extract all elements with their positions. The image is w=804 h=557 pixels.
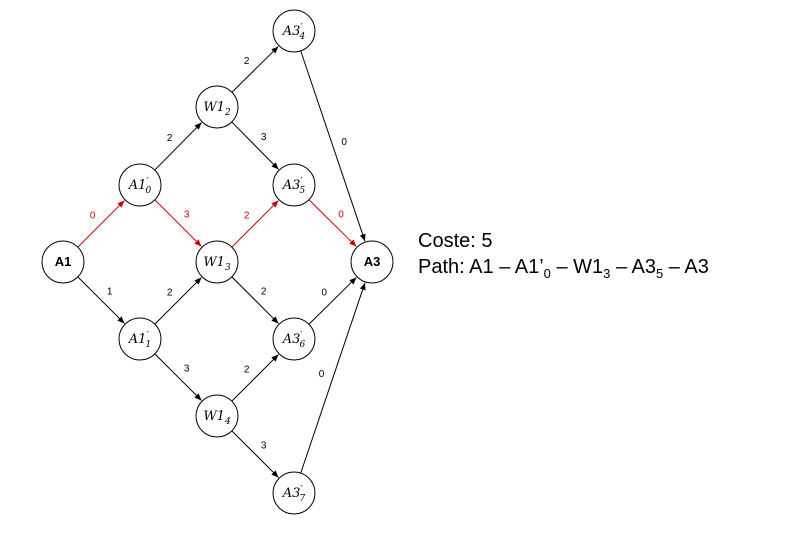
path-step: A1’0 <box>514 256 551 281</box>
edge-A1-A1p1 <box>77 276 125 324</box>
edge-W12-A3p4 <box>231 46 279 93</box>
edge-W14-A3p6 <box>231 354 279 402</box>
edge-label-W13-A3p5: 2 <box>244 210 250 221</box>
node-circle <box>195 240 239 284</box>
node-A3p6: A3′6 <box>272 317 316 361</box>
edge-label-A1p1-W13: 2 <box>167 287 173 298</box>
node-W12: W12 <box>195 85 239 129</box>
node-circle <box>272 317 316 361</box>
edge-label-A1-A1p0: 0 <box>90 210 96 221</box>
edge-W14-A3p7 <box>231 430 279 478</box>
edge-label-A1p0-W13: 3 <box>184 210 190 221</box>
path-step: A3 <box>684 256 709 278</box>
edge-label-A1-A1p1: 1 <box>107 287 113 298</box>
node-label: A3′4 <box>282 23 306 42</box>
edge-A1-A1p0 <box>77 200 125 248</box>
edge-A1p0-W13 <box>154 199 202 247</box>
node-W14: W14 <box>195 394 239 438</box>
edge-label-W14-A3p6: 2 <box>244 364 250 375</box>
edge-A3p6-A3 <box>308 277 357 325</box>
path-text: Path: A1 – A1’0 – W13 – A35 – A3 <box>418 254 709 287</box>
edge-A1p0-W12 <box>154 122 202 171</box>
node-A1p0: A1′0 <box>118 163 162 207</box>
node-A3: A3 <box>350 240 394 284</box>
edge-label-A3p4-A3: 0 <box>341 137 347 148</box>
edge-label-W14-A3p7: 3 <box>261 441 267 452</box>
edge-A1p1-W13 <box>154 277 202 325</box>
node-circle <box>118 317 162 361</box>
edge-label-A3p7-A3: 0 <box>319 369 325 380</box>
edge-W12-A3p5 <box>231 121 279 170</box>
path-separator: – <box>550 256 574 278</box>
edge-label-A3p6-A3: 0 <box>321 287 327 298</box>
node-label: A3′7 <box>282 485 306 504</box>
node-label: A1′1 <box>128 331 151 350</box>
node-circle <box>272 163 316 207</box>
path-prefix: Path: <box>418 256 470 278</box>
path-step: A1 <box>469 256 494 278</box>
edges: 0 1 2 3 2 3 2 3 2 2 2 3 0 0 0 0 <box>77 46 366 478</box>
node-label: A1 <box>55 254 72 269</box>
path-separator: – <box>493 256 515 278</box>
node-label: A1′0 <box>128 177 152 196</box>
node-A1p1: A1′1 <box>118 317 162 361</box>
node-label: W13 <box>203 255 231 273</box>
edge-label-A3p5-A3: 0 <box>338 210 344 221</box>
edge-W13-A3p5 <box>231 200 279 248</box>
node-A3p5: A3′5 <box>272 163 316 207</box>
node-circle <box>118 163 162 207</box>
edge-A3p7-A3 <box>300 282 366 474</box>
path-separator: – <box>610 256 632 278</box>
cost-text: Coste: 5 <box>418 230 493 252</box>
path-step: A35 <box>631 256 664 281</box>
path-separator: – <box>663 256 685 278</box>
node-label: A3′5 <box>282 177 306 196</box>
edge-A3p5-A3 <box>308 199 357 247</box>
node-circle <box>195 394 239 438</box>
node-W13: W13 <box>195 240 239 284</box>
node-label: W14 <box>203 409 231 427</box>
path-step: W13 <box>573 256 611 281</box>
node-circle <box>41 240 85 284</box>
node-A3p7: A3′7 <box>272 471 316 515</box>
edge-label-A1p0-W12: 2 <box>167 133 173 144</box>
edge-A1p1-W14 <box>154 353 202 401</box>
result-panel: Coste: 5 Path: A1 – A1’0 – W13 – A35 – A… <box>418 228 709 287</box>
node-A1: A1 <box>41 240 85 284</box>
edge-label-W12-A3p4: 2 <box>244 56 250 67</box>
node-circle <box>350 240 394 284</box>
node-A3p4: A3′4 <box>272 9 316 53</box>
edge-W13-A3p6 <box>231 276 279 324</box>
edge-A3p4-A3 <box>300 50 366 242</box>
node-label: A3 <box>364 254 381 269</box>
node-label: W12 <box>203 100 231 118</box>
edge-label-W13-A3p6: 2 <box>261 287 267 298</box>
node-label: A3′6 <box>282 331 306 350</box>
node-circle <box>272 9 316 53</box>
node-circle <box>272 471 316 515</box>
edge-label-A1p1-W14: 3 <box>184 364 190 375</box>
edge-label-W12-A3p5: 3 <box>261 132 267 143</box>
node-circle <box>195 85 239 129</box>
